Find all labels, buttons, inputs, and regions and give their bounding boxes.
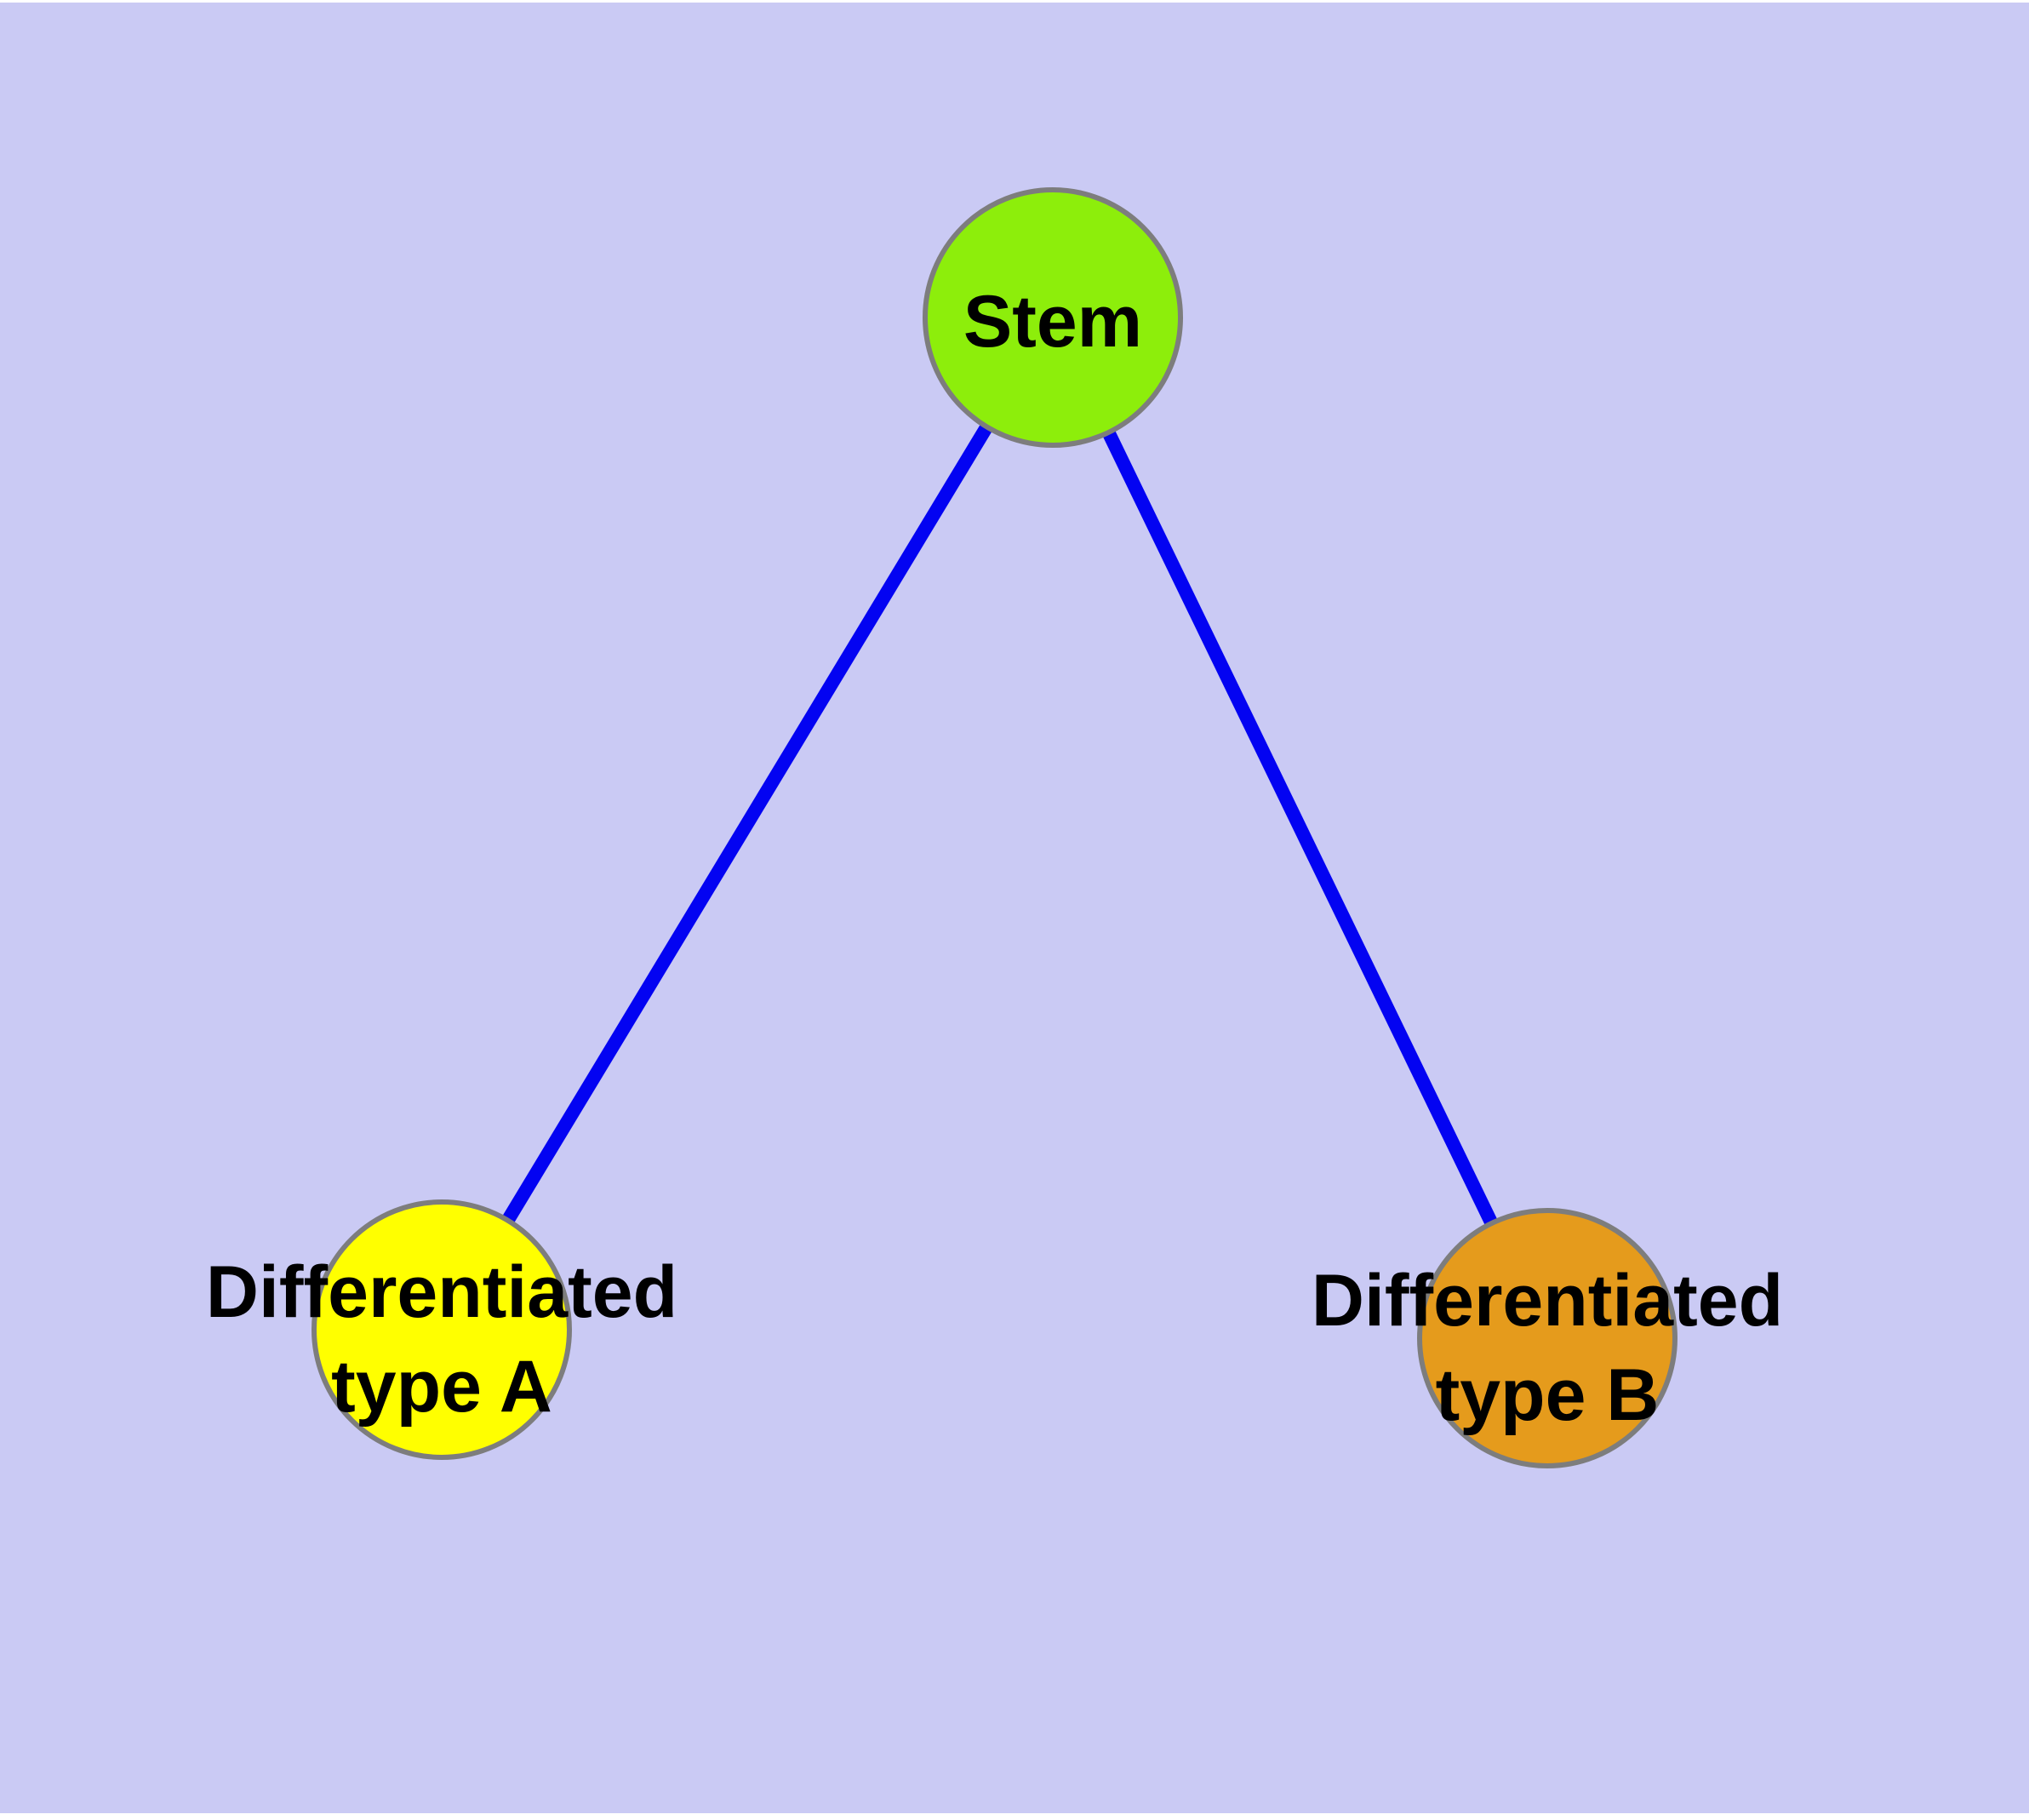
node-stem-label: Stem bbox=[963, 281, 1142, 363]
node-type-b-label-line2: type B bbox=[1436, 1354, 1660, 1436]
node-differentiated-type-a: Differentiated type A bbox=[206, 1199, 677, 1460]
node-type-b-label-line1: Differentiated bbox=[1312, 1260, 1783, 1342]
node-stem-circle bbox=[923, 187, 1183, 448]
edge-stem-to-type-a bbox=[436, 313, 1059, 1334]
node-type-a-label-line1: Differentiated bbox=[206, 1251, 677, 1333]
node-differentiated-type-b: Differentiated type B bbox=[1312, 1208, 1783, 1468]
node-type-b-circle bbox=[1417, 1208, 1677, 1468]
edge-stem-to-type-b bbox=[1046, 314, 1554, 1342]
node-type-a-label-line2: type A bbox=[331, 1346, 552, 1428]
node-stem: Stem bbox=[923, 187, 1183, 448]
node-type-a-circle bbox=[311, 1199, 572, 1460]
edges bbox=[436, 313, 1554, 1342]
